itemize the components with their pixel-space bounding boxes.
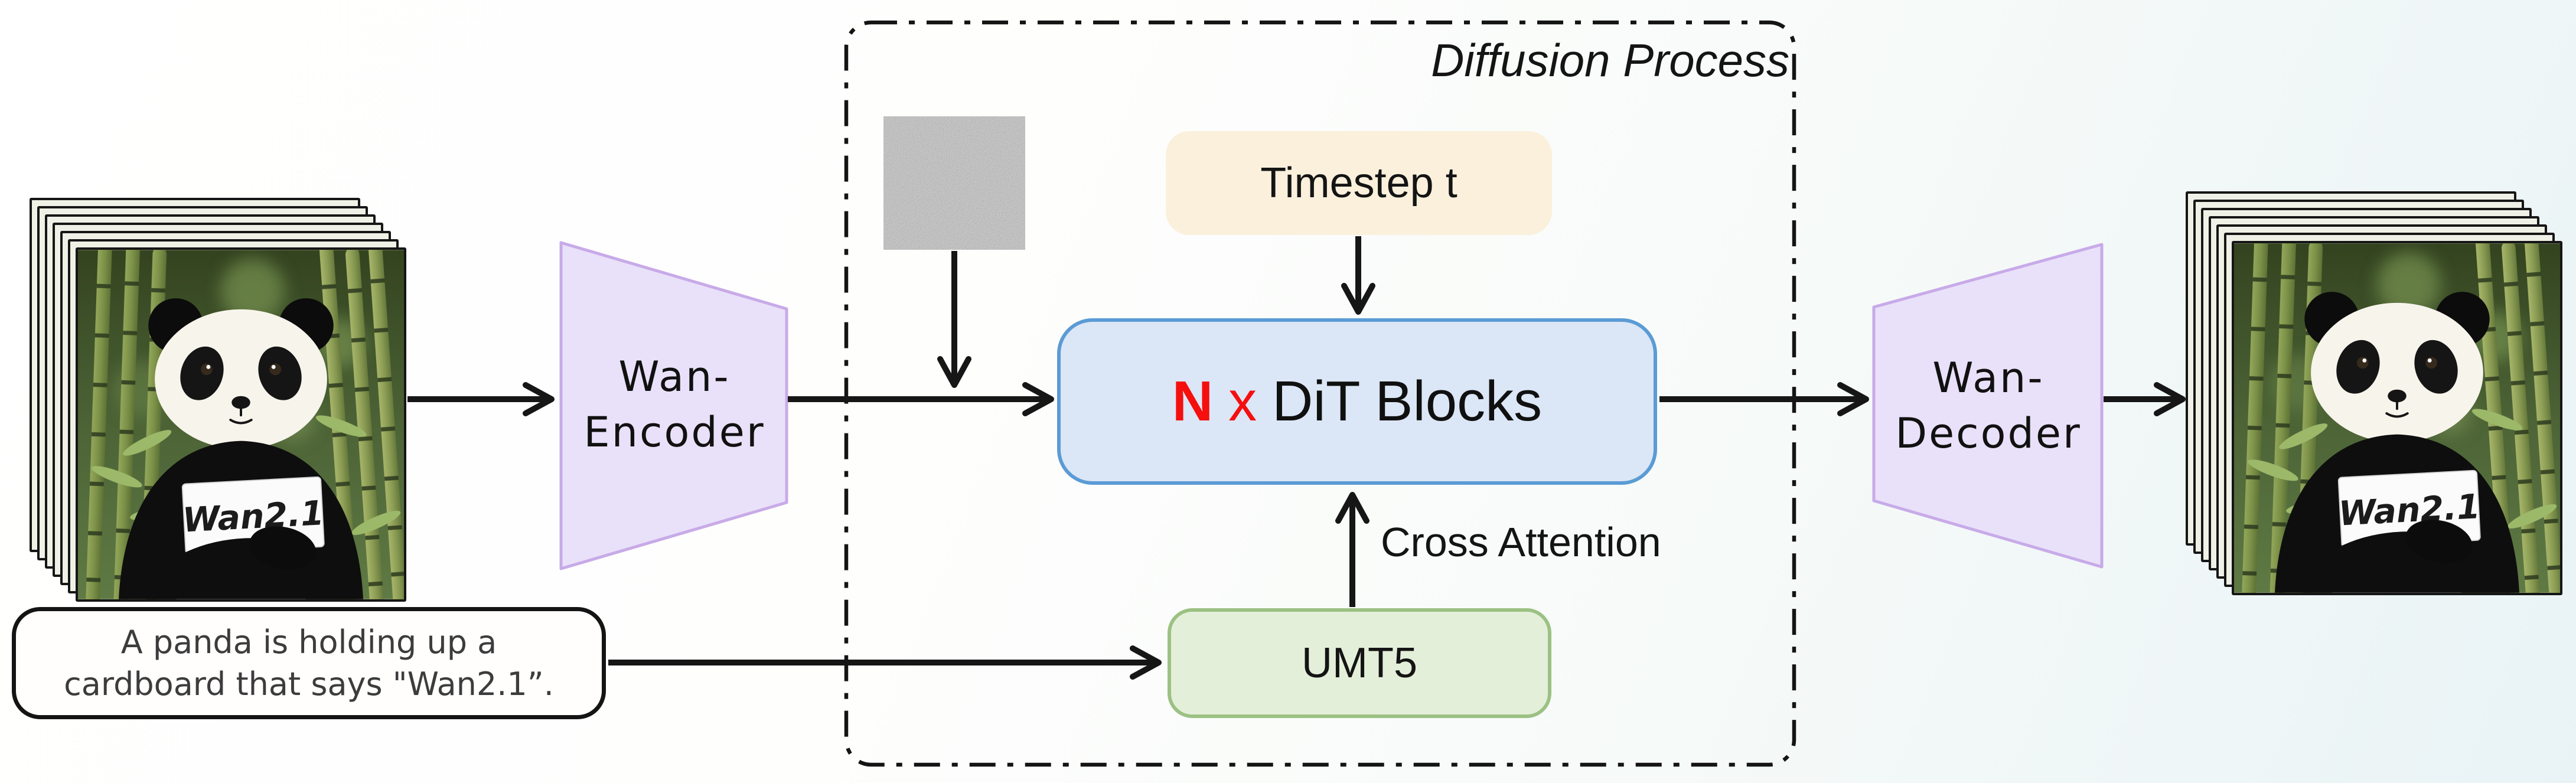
cross-attention-label: Cross Attention — [1381, 519, 1661, 565]
timestep-box: Timestep t — [1166, 131, 1552, 235]
dit-repeat-count: N — [1172, 370, 1214, 433]
panda-photo: Wan2.1 — [78, 250, 404, 599]
umt5-label: UMT5 — [1302, 640, 1417, 687]
input-video-frames: Wan2.1 — [28, 198, 412, 605]
diffusion-process-title: Diffusion Process — [1431, 34, 1789, 86]
noise-latent-image — [883, 116, 1025, 250]
output-video-frames: Wan2.1 — [2184, 191, 2568, 599]
panda-sign-text: Wan2.1 — [181, 494, 325, 540]
panda-photo: Wan2.1 — [2234, 243, 2560, 593]
dit-multiply-sign: x — [1228, 370, 1257, 433]
panda-illustration: Wan2.1 — [2275, 292, 2519, 593]
prompt-line-1: A panda is holding up a — [120, 623, 497, 661]
dit-blocks-label: DiT Blocks — [1272, 370, 1543, 433]
timestep-label: Timestep t — [1260, 159, 1457, 207]
prompt-text-box: A panda is holding up a cardboard that s… — [12, 607, 606, 719]
dit-blocks-box: N x DiT Blocks — [1057, 318, 1657, 485]
wan-encoder-label: Wan- Encoder — [583, 352, 765, 457]
prompt-line-2: cardboard that says "Wan2.1”. — [64, 665, 554, 703]
video-frame-front: Wan2.1 — [76, 247, 406, 602]
panda-sign-text: Wan2.1 — [2337, 487, 2481, 533]
wan-decoder-label: Wan- Decoder — [1895, 353, 2082, 458]
video-frame-front: Wan2.1 — [2232, 241, 2562, 595]
panda-illustration: Wan2.1 — [119, 298, 363, 599]
umt5-box: UMT5 — [1168, 608, 1551, 718]
noise-texture — [883, 116, 1025, 250]
